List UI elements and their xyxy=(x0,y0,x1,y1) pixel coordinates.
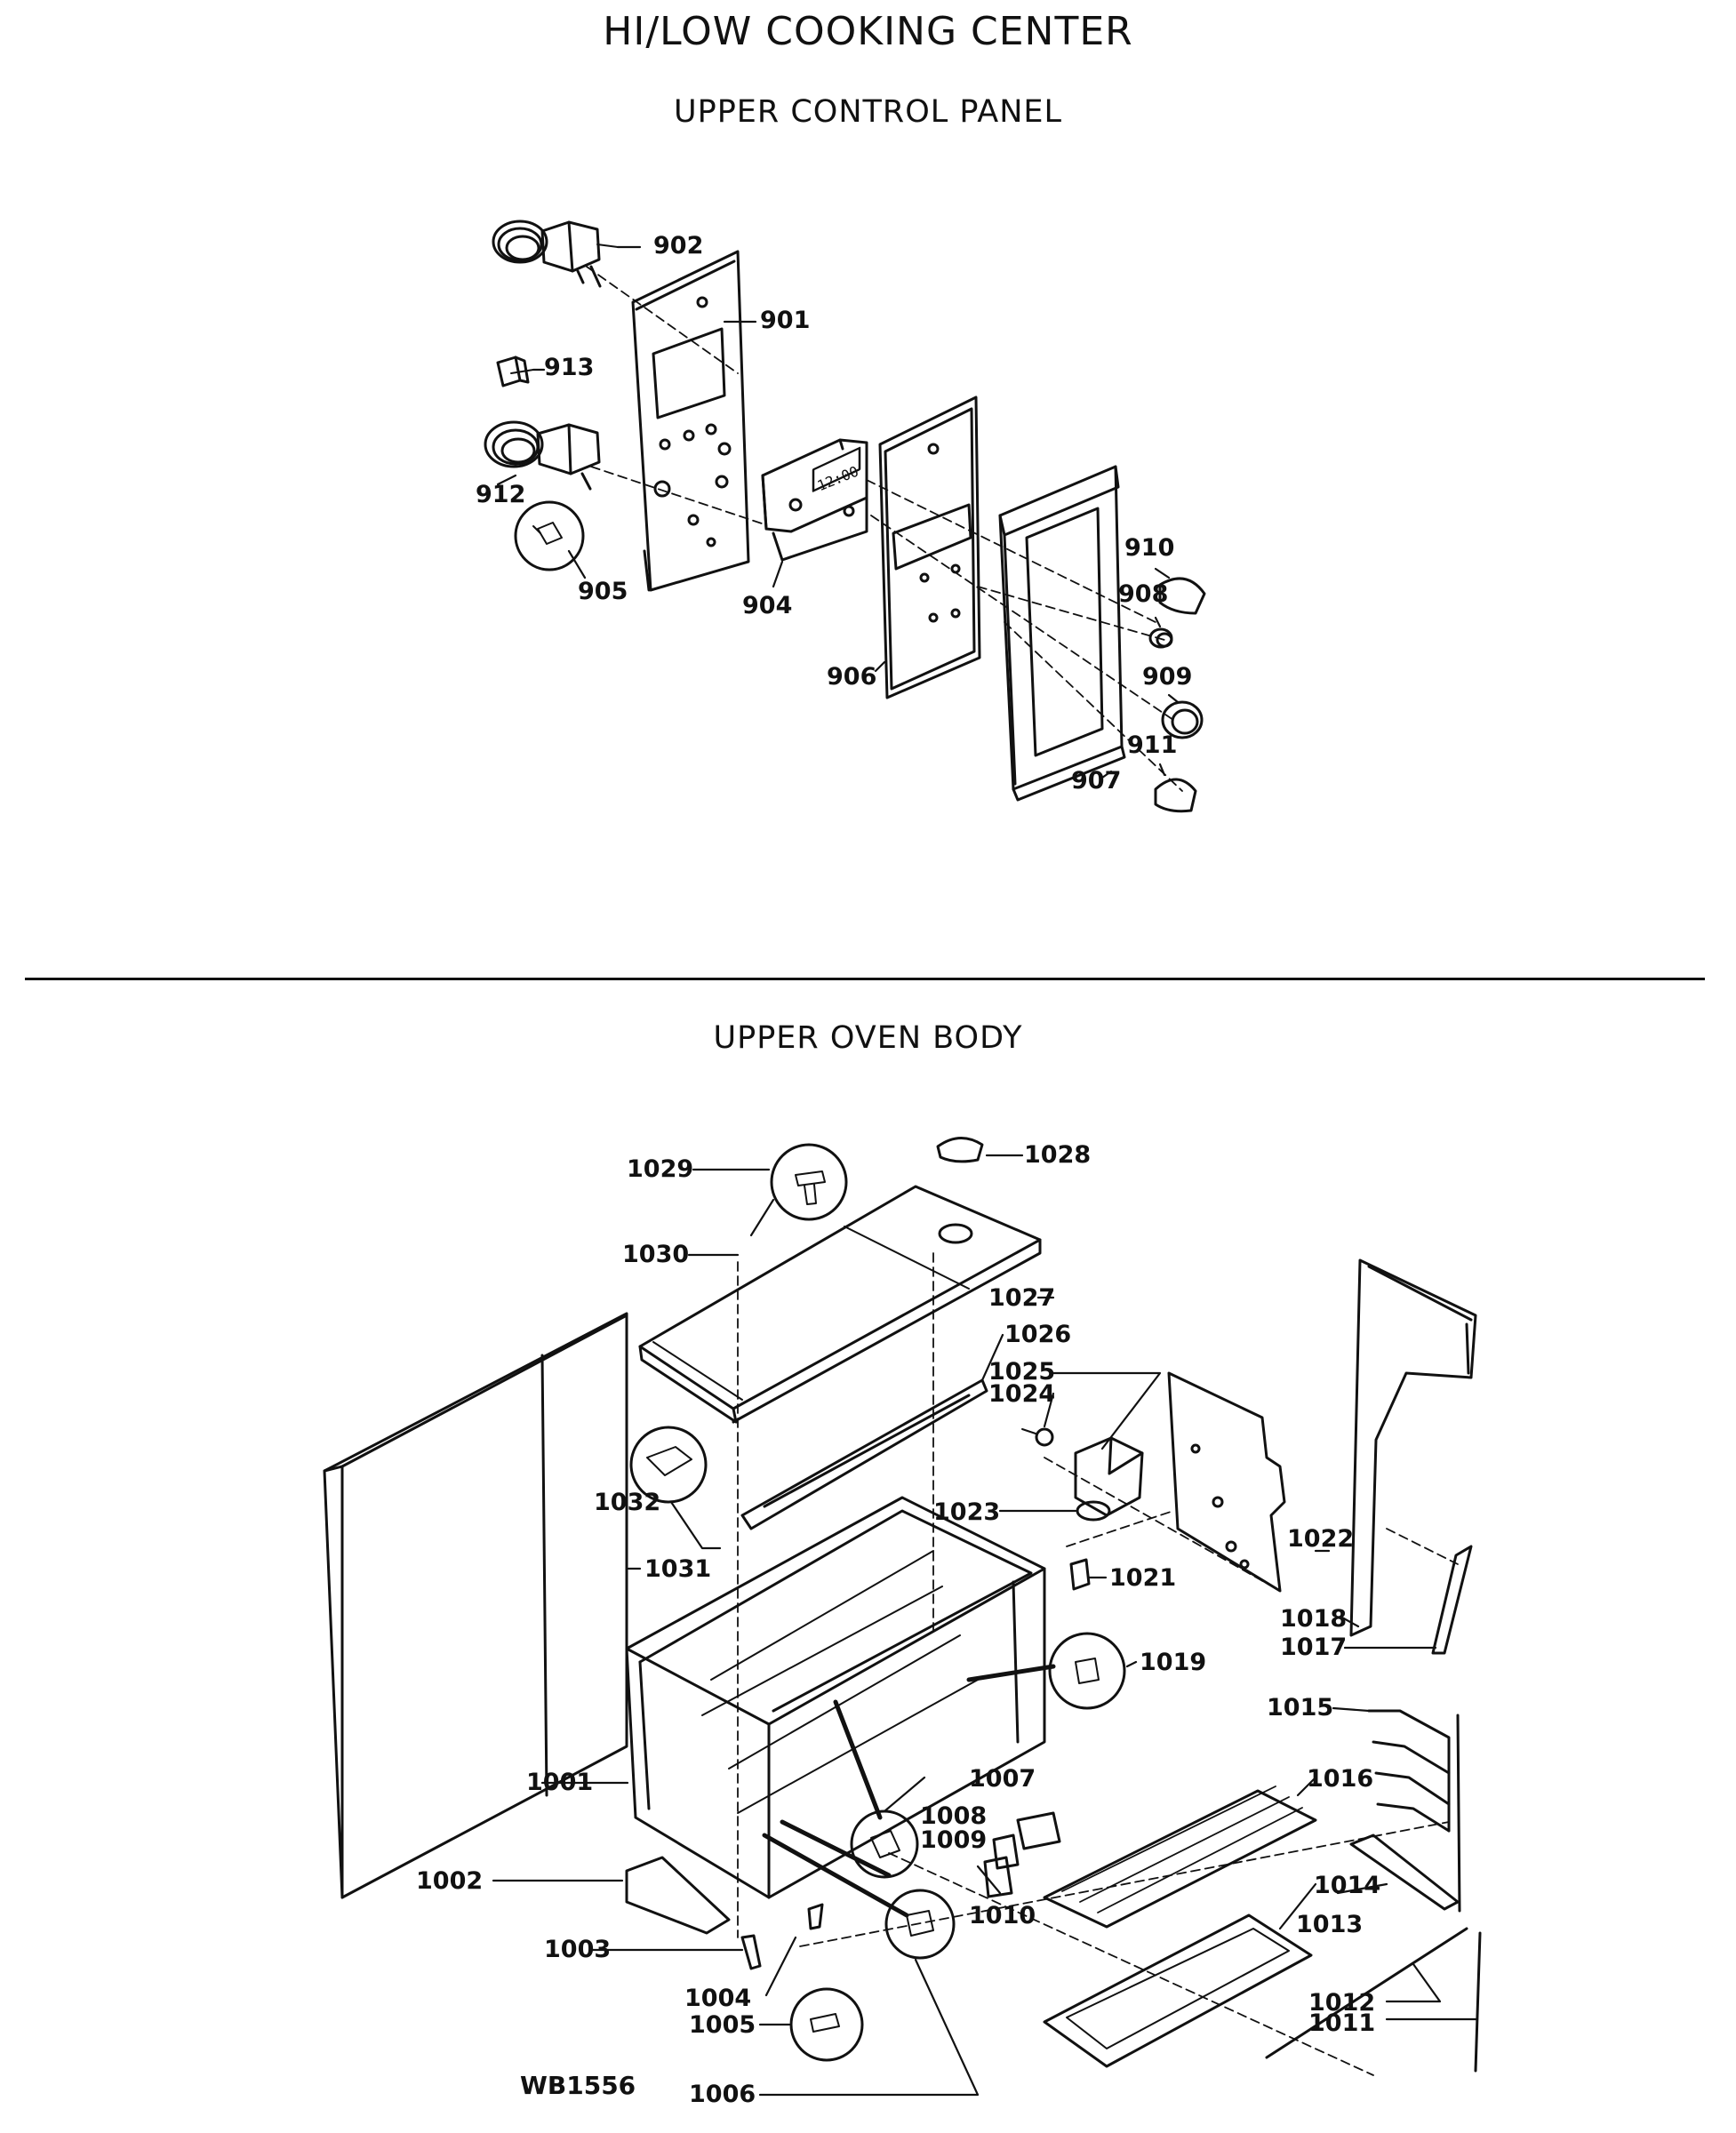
label-1012: 1012 xyxy=(1308,1989,1376,2017)
label-1008: 1008 xyxy=(920,1802,988,1830)
label-1017: 1017 xyxy=(1280,1634,1348,1661)
label-leader-lines xyxy=(492,1154,1479,2097)
part-912-thermostat xyxy=(484,420,601,491)
part-1010-block xyxy=(983,1856,1013,1898)
label-1026: 1026 xyxy=(1004,1321,1072,1348)
part-1016-oven-rack xyxy=(1043,1785,1317,1929)
label-904: 904 xyxy=(742,592,793,619)
part-1015-rack-support xyxy=(1367,1709,1461,1913)
label-1006: 1006 xyxy=(689,2081,756,2108)
section-divider xyxy=(25,978,1705,980)
label-1016: 1016 xyxy=(1307,1765,1374,1793)
part-1001-oven-body xyxy=(625,1496,1046,1899)
part-1029-detail-circle xyxy=(770,1143,848,1221)
section-title-upper-control-panel: UPPER CONTROL PANEL xyxy=(673,94,1063,130)
part-1003-hinge xyxy=(740,1934,762,1970)
assembly-center-lines xyxy=(737,1252,1459,2076)
part-1026-bracket xyxy=(740,1378,988,1530)
part-1012-rod xyxy=(1265,1927,1468,2059)
part-901-back-panel xyxy=(631,250,750,592)
part-913-switch xyxy=(496,356,534,387)
part-1032-side-panel xyxy=(323,1312,628,1899)
part-1002-bracket xyxy=(625,1856,731,1935)
label-1004: 1004 xyxy=(684,1985,752,2012)
label-911: 911 xyxy=(1127,731,1178,759)
label-910: 910 xyxy=(1124,534,1175,562)
label-1018: 1018 xyxy=(1280,1605,1348,1633)
label-1005: 1005 xyxy=(689,2011,756,2039)
part-1017-strip xyxy=(1431,1545,1473,1655)
part-1023-light-lens xyxy=(1076,1500,1111,1522)
label-1014: 1014 xyxy=(1314,1872,1381,1899)
part-907-front-frame xyxy=(998,465,1126,802)
label-913: 913 xyxy=(544,354,595,381)
label-1007: 1007 xyxy=(969,1765,1036,1793)
label-1024: 1024 xyxy=(988,1380,1056,1408)
label-1011: 1011 xyxy=(1308,2009,1376,2037)
label-1001: 1001 xyxy=(526,1769,594,1796)
detail-circle-leaders xyxy=(762,1664,1056,1918)
part-1005-detail-circle xyxy=(789,1987,864,2062)
part-905-detail-circle xyxy=(514,500,585,571)
part-904-clock-timer xyxy=(761,438,868,562)
part-1004-clip xyxy=(807,1903,824,1930)
label-1019: 1022 xyxy=(1287,1525,1355,1553)
part-1011-rod xyxy=(1474,1931,1482,2073)
label-1029: 1029 xyxy=(627,1155,694,1183)
label-907: 907 xyxy=(1071,767,1122,795)
label-1009: 1009 xyxy=(920,1826,988,1854)
part-1024-bulb xyxy=(1021,1427,1054,1447)
label-912: 912 xyxy=(476,481,526,508)
label-908: 908 xyxy=(1118,580,1169,608)
part-1031-detail-circle xyxy=(629,1426,708,1504)
label-1022: 1021 xyxy=(1109,1564,1177,1592)
part-1018-rear-panel xyxy=(1349,1258,1477,1637)
label-901: 901 xyxy=(760,307,811,334)
part-1028-cap xyxy=(936,1137,984,1163)
label-1032: 1031 xyxy=(644,1555,712,1583)
label-leader-lines xyxy=(496,245,1180,779)
part-1019-back-panel xyxy=(1167,1371,1286,1593)
part-908-knob xyxy=(1148,627,1173,649)
label-906: 906 xyxy=(827,663,877,691)
part-906-control-panel-plate xyxy=(878,395,981,699)
label-1015: 1015 xyxy=(1267,1694,1334,1722)
upper-control-panel-drawing: 12:00 xyxy=(484,220,1206,813)
part-1027-top-panel xyxy=(638,1185,1042,1424)
part-909-knob xyxy=(1161,700,1204,739)
label-1003: 1003 xyxy=(544,1936,612,1963)
part-1008-block xyxy=(1016,1811,1061,1850)
label-909: 909 xyxy=(1142,663,1193,691)
part-1014-broiler-pan xyxy=(1043,1913,1313,2068)
part-911-knob xyxy=(1154,778,1197,813)
label-1028: 1028 xyxy=(1024,1141,1092,1169)
figure-code: WB1556 xyxy=(520,2071,636,2100)
label-1013: 1013 xyxy=(1296,1911,1364,1938)
label-905: 905 xyxy=(578,578,628,605)
assembly-center-lines xyxy=(586,266,1183,792)
part-910-knob xyxy=(1158,577,1206,615)
label-1031: 1032 xyxy=(594,1489,661,1516)
label-1002: 1002 xyxy=(416,1867,484,1895)
part-1022-connector xyxy=(1069,1558,1091,1591)
label-1030: 1030 xyxy=(622,1241,690,1268)
label-1010: 1010 xyxy=(969,1902,1036,1929)
label-902: 902 xyxy=(653,232,704,260)
label-1021: 1019 xyxy=(1140,1649,1207,1676)
part-1021-detail-circle xyxy=(1048,1632,1126,1710)
part-1006-detail-circle xyxy=(884,1889,956,1960)
label-1023: 1023 xyxy=(933,1498,1001,1526)
section-title-upper-oven-body: UPPER OVEN BODY xyxy=(713,1020,1023,1056)
label-1027: 1027 xyxy=(988,1284,1056,1312)
diagram-title: HI/LOW COOKING CENTER xyxy=(603,9,1133,54)
label-1025: 1025 xyxy=(988,1358,1056,1386)
